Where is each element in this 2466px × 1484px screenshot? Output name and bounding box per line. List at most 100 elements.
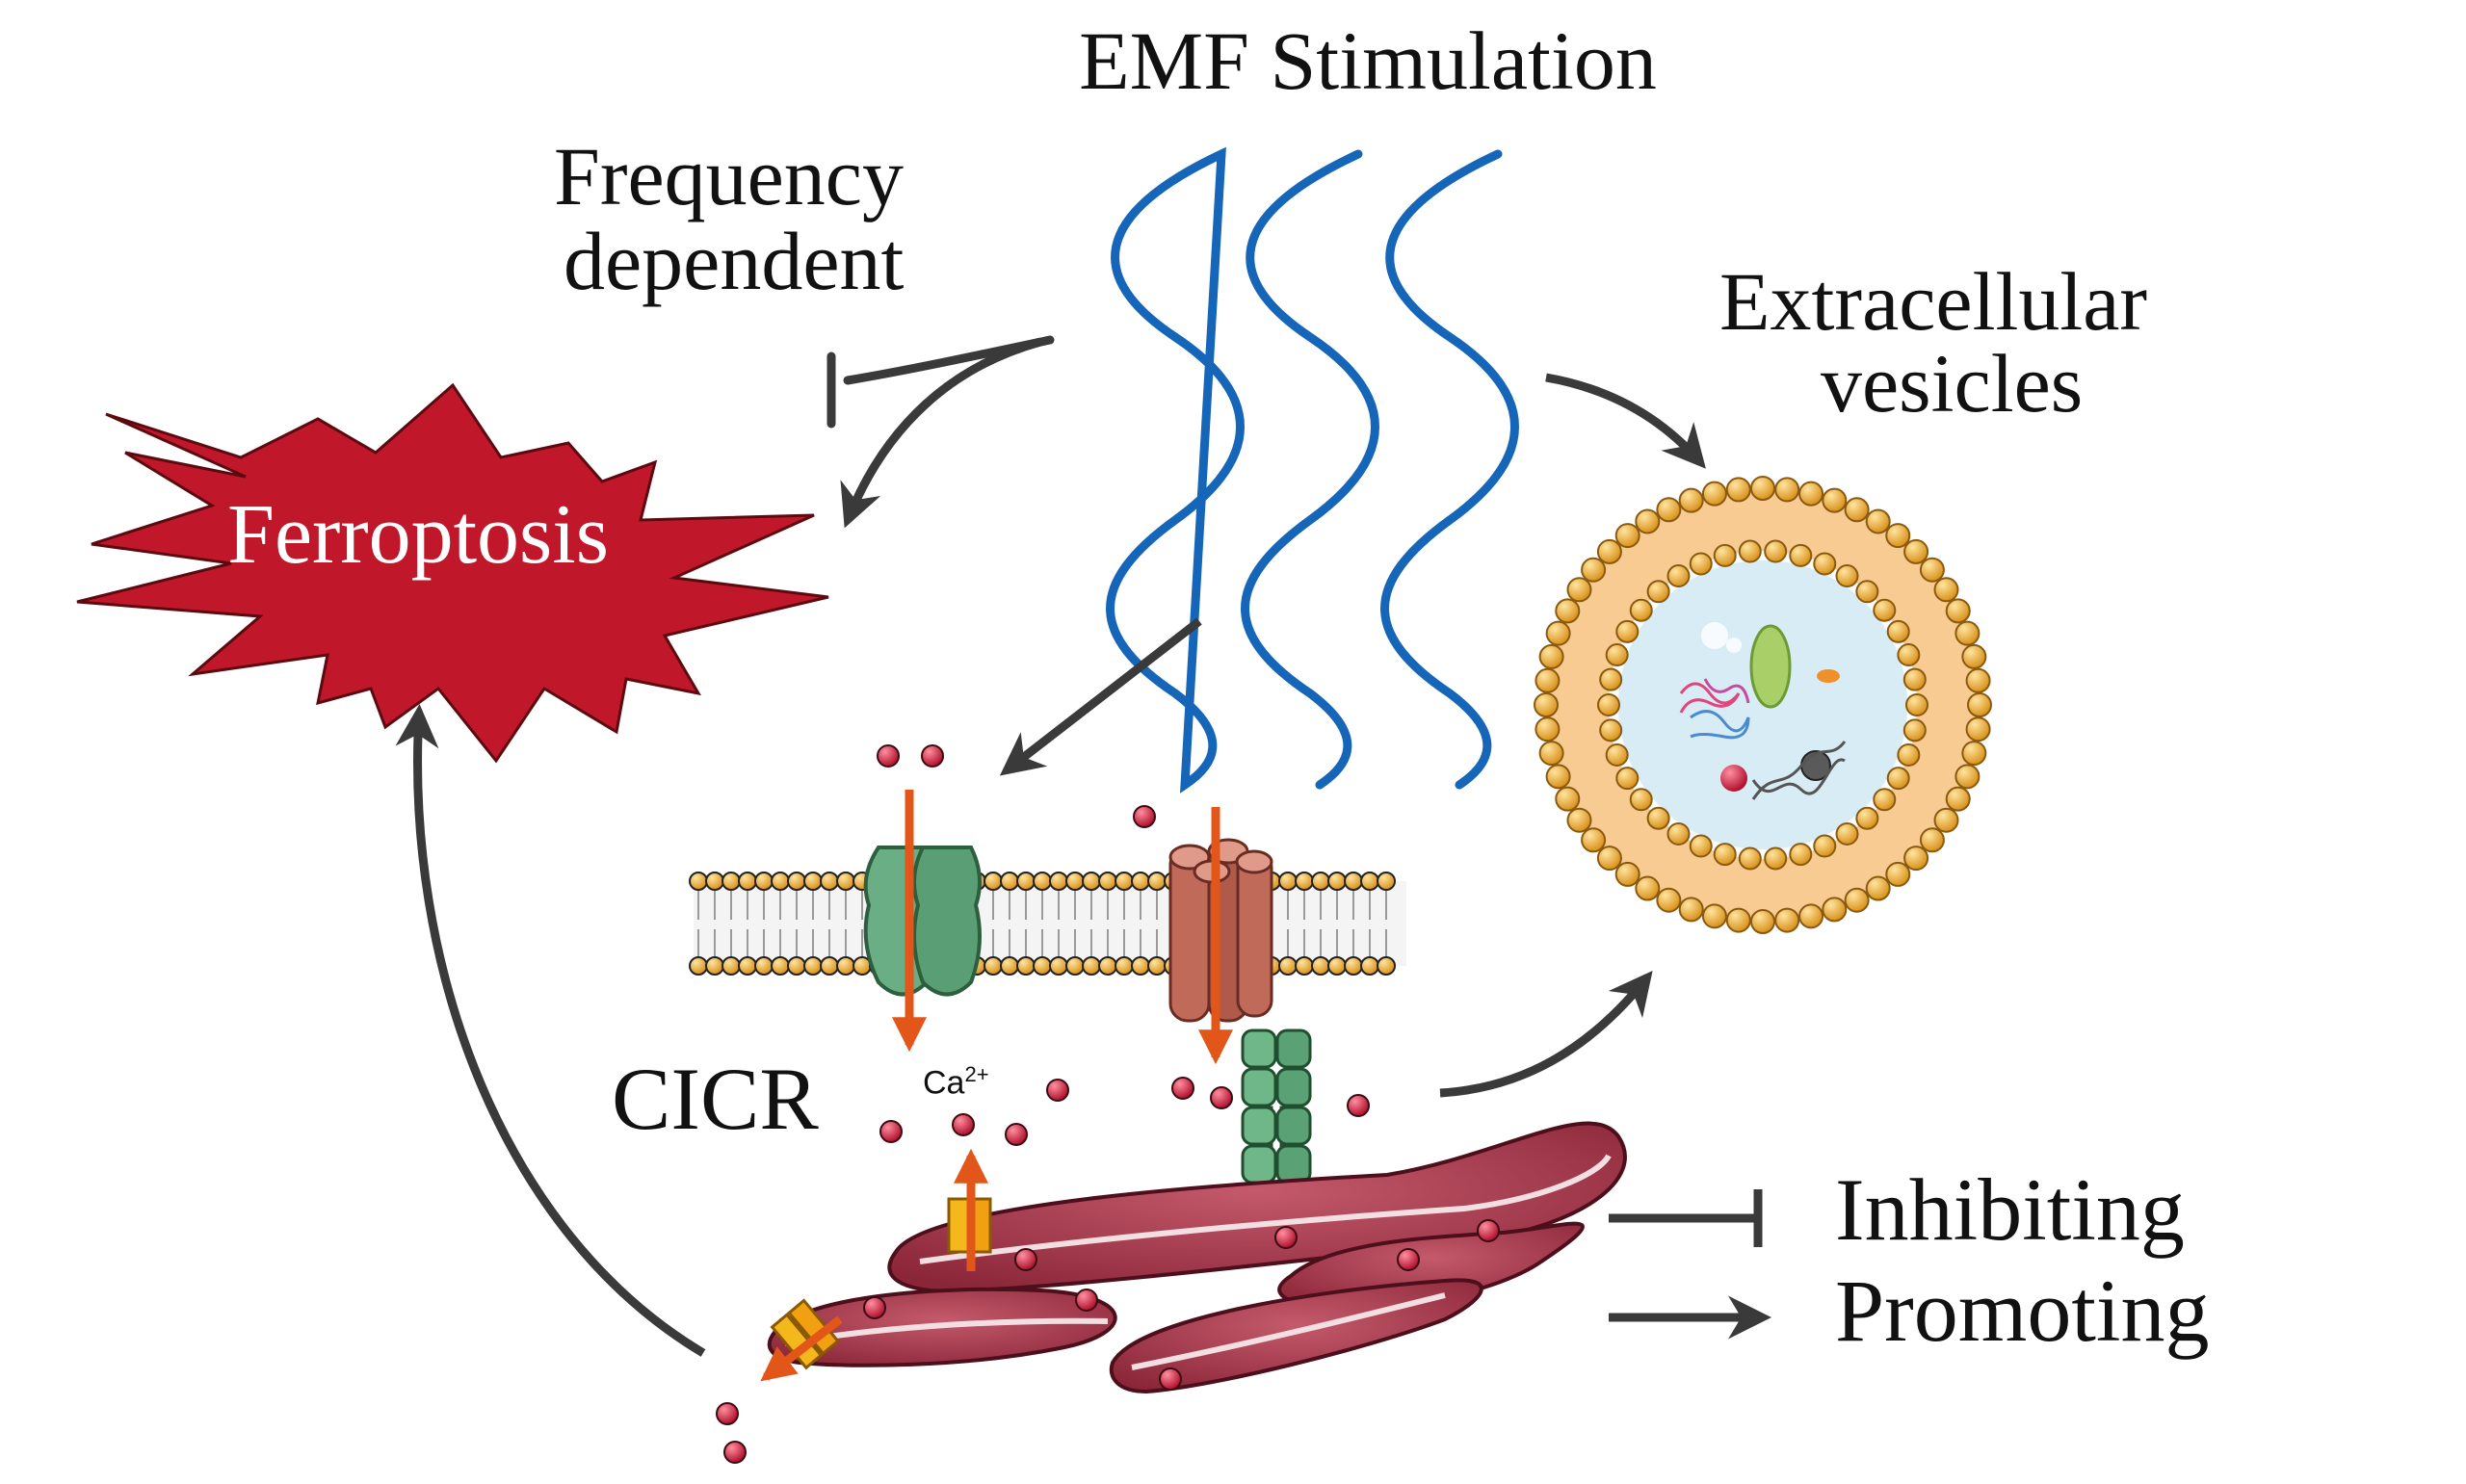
plasma-membrane — [689, 872, 1406, 976]
membrane-head — [1344, 956, 1363, 976]
membrane-head — [1344, 872, 1363, 891]
lipid-head — [1813, 552, 1837, 576]
mitochondria-cluster — [767, 1121, 1627, 1394]
lipid-head — [1844, 887, 1870, 913]
lipid-head — [1535, 667, 1561, 693]
calcium-ion — [1159, 1367, 1182, 1391]
membrane-head — [1327, 956, 1347, 976]
membrane-head — [1049, 956, 1068, 976]
ev-protein-cluster — [1679, 678, 1750, 740]
lipid-head — [1798, 481, 1824, 507]
ryr-block — [1275, 1028, 1312, 1069]
calcium-ion — [863, 1296, 886, 1319]
membrane-head — [754, 956, 774, 976]
label-dependent: dependent — [564, 215, 905, 307]
lipid-head — [1945, 786, 1971, 812]
ev-green-organelle — [1749, 624, 1792, 709]
membrane-head — [1065, 872, 1085, 891]
calcium-ion — [1005, 1123, 1028, 1146]
membrane-head — [1278, 956, 1298, 976]
lipid-head — [1954, 620, 1981, 646]
lipid-head — [1897, 643, 1921, 667]
lipid-head — [1725, 907, 1751, 933]
membrane-head — [1360, 872, 1379, 891]
calcium-ion — [1397, 1248, 1420, 1271]
lipid-head — [1885, 861, 1911, 887]
ryr-block — [1241, 1067, 1277, 1107]
arrow-emf-to-membrane — [999, 617, 1202, 776]
arrow-emf-to-ev — [1545, 373, 1706, 469]
membrane-head — [705, 956, 724, 976]
calcium-ion — [1171, 1077, 1194, 1100]
membrane-head — [1016, 956, 1036, 976]
lipid-head — [1855, 806, 1879, 830]
lipid-head — [1945, 598, 1971, 624]
lipid-head — [1725, 477, 1751, 503]
membrane-head — [984, 872, 1003, 891]
lipid-head — [1701, 903, 1727, 929]
membrane-head — [705, 872, 724, 891]
lipid-head — [1656, 497, 1682, 523]
lipid-head — [1865, 508, 1891, 534]
membrane-head — [738, 956, 757, 976]
lipid-head — [1596, 846, 1622, 872]
legend-inhibit-symbol — [1609, 1189, 1763, 1247]
lipid-head — [1566, 577, 1592, 603]
lipid-head — [1555, 598, 1581, 624]
lipid-head — [1965, 667, 1991, 693]
arrow-cell-to-ev — [1439, 970, 1653, 1098]
membrane-head — [1098, 956, 1117, 976]
lipid-head — [1897, 742, 1921, 767]
promote-arrow-frequency — [840, 337, 1042, 529]
lipid-head — [1965, 716, 1991, 742]
lipid-head — [1605, 742, 1629, 767]
lipid-head — [1750, 909, 1775, 934]
lipid-head — [1835, 821, 1859, 846]
calcium-ions — [716, 744, 1500, 1464]
lipid-head — [1555, 786, 1581, 812]
membrane-head — [754, 872, 774, 891]
membrane-head — [836, 872, 855, 891]
lipid-head — [1545, 620, 1571, 646]
lipid-head — [1750, 476, 1775, 501]
lipid-head — [1615, 767, 1640, 791]
lipid-head — [1629, 598, 1653, 622]
lipid-head — [1885, 523, 1911, 549]
calcium-ion — [1075, 1289, 1098, 1312]
lipid-head — [1905, 693, 1928, 716]
lipid-head — [1615, 619, 1640, 643]
lipid-head — [1666, 564, 1691, 588]
legend-promoting-label: Promoting — [1835, 1262, 2210, 1360]
calcium-ion — [879, 1120, 903, 1143]
label-extracellular: Extracellular — [1719, 255, 2148, 348]
extracellular-vesicle — [1534, 476, 1992, 934]
calcium-ion — [952, 1113, 975, 1136]
lipid-head — [1789, 543, 1813, 567]
label-vesicles: vesicles — [1821, 337, 2084, 430]
lipid-head — [1596, 538, 1622, 564]
membrane-head — [1377, 872, 1396, 891]
lipid-head — [1835, 564, 1859, 588]
label-calcium-ion: Ca2+ — [923, 1064, 989, 1100]
arrow-to-ferroptosis — [395, 704, 706, 1357]
ryr-block — [1275, 1106, 1312, 1146]
calcium-ion — [723, 1441, 747, 1464]
membrane-head — [803, 872, 823, 891]
membrane-head — [1377, 956, 1396, 976]
lipid-head — [1635, 508, 1661, 534]
lipid-head — [1713, 543, 1737, 567]
membrane-head — [1278, 872, 1298, 891]
membrane-head — [820, 872, 839, 891]
lipid-head — [1614, 523, 1640, 549]
lipid-head — [1961, 643, 1987, 669]
calcium-ion — [1210, 1086, 1233, 1109]
membrane-head — [1131, 872, 1150, 891]
lipid-head — [1967, 692, 1992, 717]
membrane-head — [1311, 872, 1330, 891]
emf-wave-3 — [1380, 149, 1519, 790]
membrane-head — [984, 956, 1003, 976]
label-ferroptosis: Ferroptosis — [227, 488, 609, 582]
lipid-head — [1902, 718, 1927, 742]
lipid-head — [1774, 907, 1800, 933]
